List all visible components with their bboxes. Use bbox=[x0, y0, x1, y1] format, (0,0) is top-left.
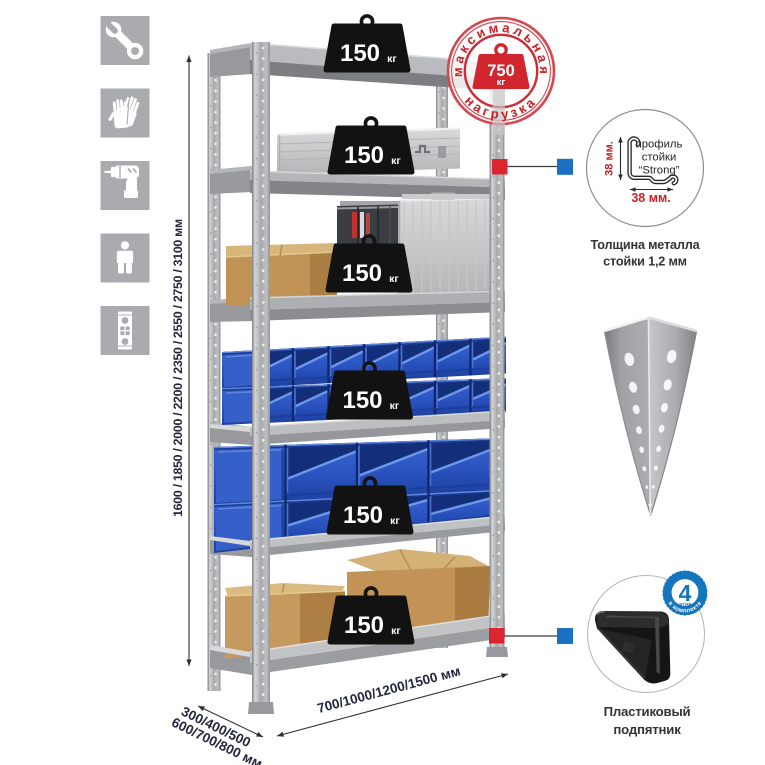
svg-text:150: 150 bbox=[344, 142, 384, 169]
svg-text:150: 150 bbox=[340, 40, 380, 67]
svg-text:кг: кг bbox=[390, 515, 400, 527]
svg-text:кг: кг bbox=[391, 625, 401, 637]
svg-text:Толщина металла: Толщина металла bbox=[591, 238, 701, 252]
svg-text:кг: кг bbox=[387, 53, 397, 65]
svg-text:штуки: штуки bbox=[679, 602, 692, 607]
svg-text:стойки 1,2 мм: стойки 1,2 мм bbox=[603, 255, 687, 269]
svg-text:150: 150 bbox=[343, 502, 383, 529]
svg-text:150: 150 bbox=[342, 387, 382, 414]
svg-text:38 мм.: 38 мм. bbox=[631, 191, 670, 205]
svg-text:кг: кг bbox=[391, 155, 401, 167]
svg-text:38 мм.: 38 мм. bbox=[604, 141, 616, 176]
svg-text:150: 150 bbox=[342, 260, 382, 287]
svg-text:подпятник: подпятник bbox=[613, 722, 681, 737]
svg-text:4: 4 bbox=[679, 580, 692, 606]
svg-text:1600 / 1850 / 2000 / 2200 / 23: 1600 / 1850 / 2000 / 2200 / 2350 / 2550 … bbox=[171, 219, 185, 517]
svg-text:кг: кг bbox=[497, 77, 506, 88]
svg-text:“Strong”: “Strong” bbox=[639, 165, 680, 177]
svg-text:Пластиковый: Пластиковый bbox=[604, 704, 691, 719]
svg-text:кг: кг bbox=[390, 400, 400, 412]
svg-text:750: 750 bbox=[487, 62, 515, 80]
svg-text:150: 150 bbox=[344, 612, 384, 639]
svg-text:кг: кг bbox=[389, 273, 399, 285]
svg-text:профиль: профиль bbox=[636, 139, 683, 151]
svg-text:стойки: стойки bbox=[642, 152, 677, 164]
